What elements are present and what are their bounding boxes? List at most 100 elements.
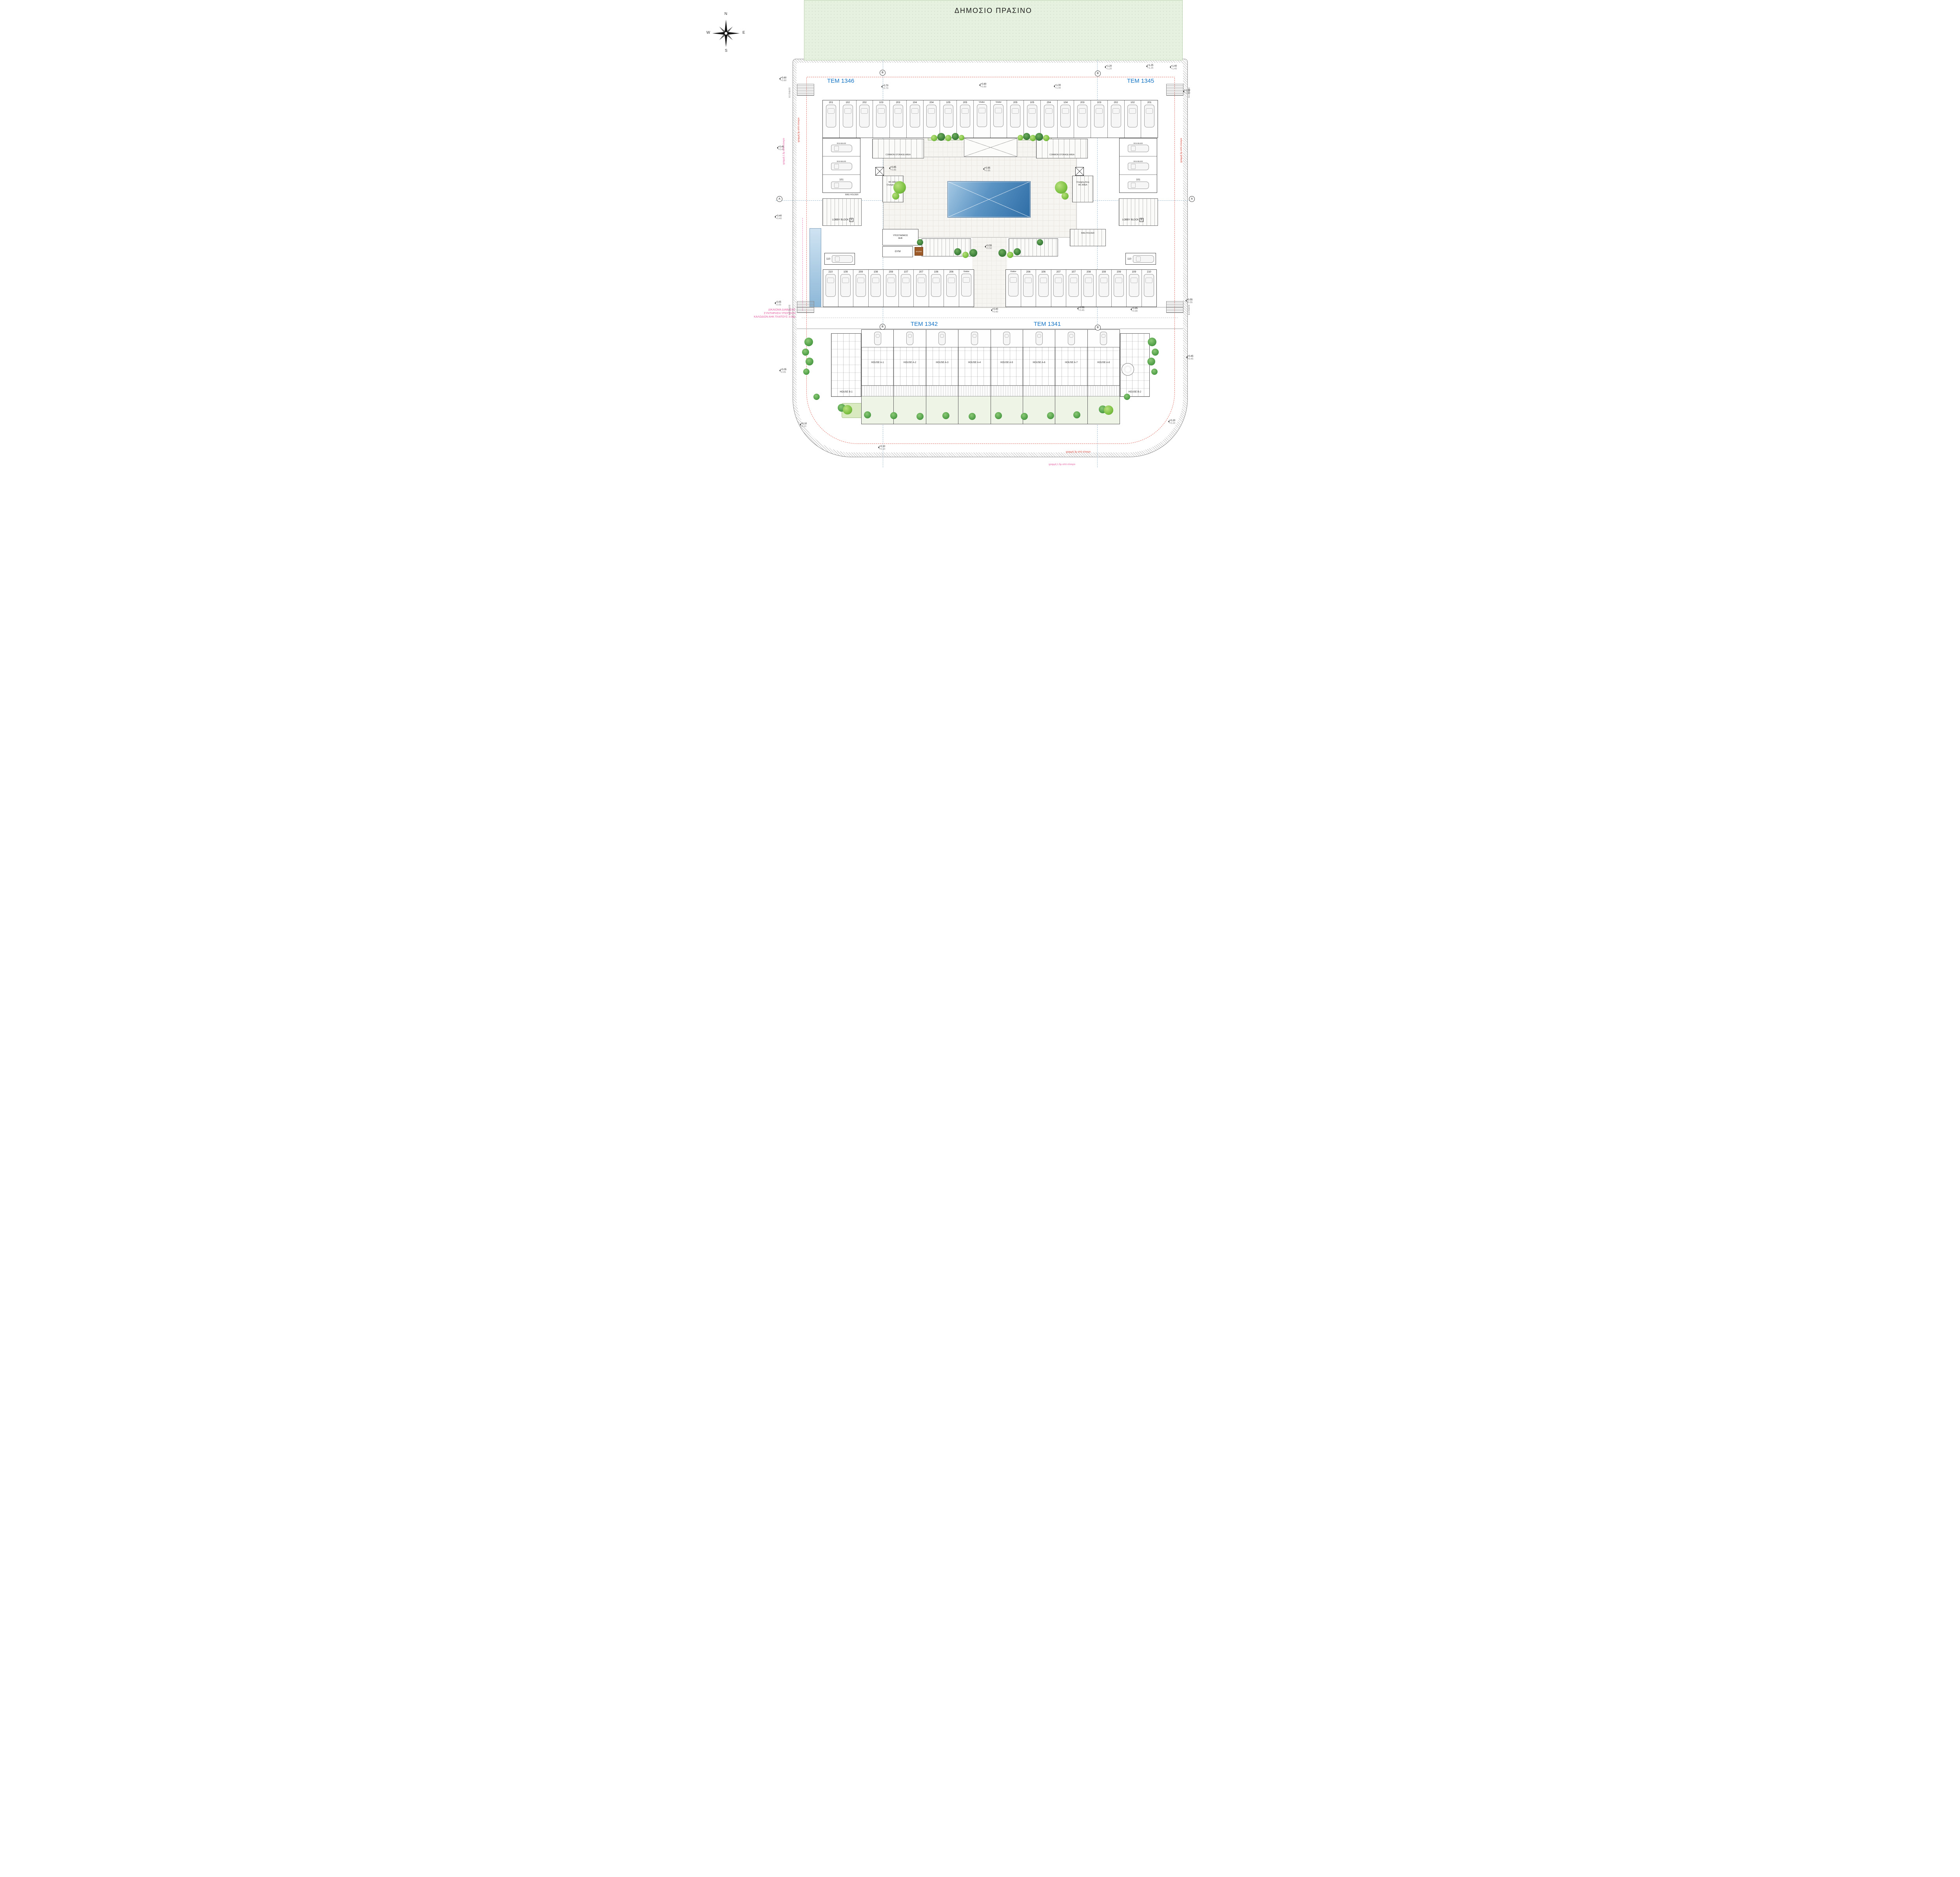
sauna-room: SAUNA: [915, 247, 923, 256]
tree-icon: [962, 252, 969, 258]
parking-stall: 210: [823, 270, 838, 307]
parking-stall: 201: [823, 100, 840, 138]
tree-icon: [959, 135, 964, 140]
ramp-exit-bottom-right: [1166, 301, 1183, 313]
compass-south-label: S: [725, 49, 728, 53]
section-marker: B: [1095, 325, 1101, 331]
parking-stall: 204: [924, 100, 940, 138]
parking-stall: DISABLED: [1120, 156, 1157, 175]
boundary-note: γραμμή 3μ από σύνορο: [1066, 451, 1091, 453]
substation-label-line2: ΑΗΚ: [898, 237, 903, 240]
tree-icon: [945, 135, 951, 141]
swimming-pool: [947, 181, 1031, 218]
tree-icon: [1151, 369, 1158, 375]
elevation-marker: +0.55+0.45: [1077, 307, 1085, 312]
parking-stall: DISABLED: [1120, 138, 1157, 157]
gym-label: GYM: [895, 250, 901, 253]
tree-icon: [802, 349, 809, 356]
boundary-note: γραμμή 3μ από σύνορο: [1180, 138, 1183, 163]
plot-label-tem-1345: TEM 1345: [1127, 78, 1154, 84]
parking-stall: 101: [823, 175, 860, 193]
ramp-exit-top-left: [797, 84, 814, 96]
section-marker: A: [777, 196, 782, 202]
parking-stall: Visitor: [1006, 270, 1021, 307]
parking-stall: 208: [884, 270, 899, 307]
house-unit: HOUSE A-4: [958, 330, 991, 424]
tree-icon: [1043, 135, 1049, 141]
storage-strip-top-left: [872, 139, 924, 158]
gym-room: GYM: [882, 246, 913, 257]
sauna-label: SAUNA: [916, 250, 922, 253]
plot-label-tem-1346: TEM 1346: [827, 78, 855, 84]
tree-icon: [864, 411, 871, 418]
parking-stall: 107: [1066, 270, 1082, 307]
section-marker: B: [880, 70, 886, 76]
easement-line1: ΔΙΚΑΙΩΜΑ ΔΙΑΒΑΣΗΣ: [768, 309, 795, 311]
elevation-marker: +1.40+1.40: [1169, 65, 1177, 70]
exit-label: ΕΞΟΔΟΣ: [1188, 87, 1191, 98]
house-b1: HOUSE B-1: [831, 333, 861, 397]
substation-label-line1: ΥΠΟΣΤΑΘΜΟΣ: [893, 234, 908, 237]
setback-line-3m: [806, 77, 1175, 444]
parking-stall: 106: [929, 270, 944, 307]
lobby-block-b-area: [1119, 198, 1158, 226]
parking-stall: 105: [940, 100, 957, 138]
parking-stall: 209: [853, 270, 869, 307]
elevation-marker: +0.80+0.80: [979, 83, 987, 88]
boundary-note: γραμμή 1.5μ από σύνορο: [783, 138, 785, 165]
lobby-b-letter: B: [1139, 218, 1143, 222]
parking-stall: 109: [838, 270, 853, 307]
section-line-b-right: [1097, 60, 1098, 467]
substation-room: ΥΠΟΣΤΑΘΜΟΣ ΑΗΚ: [882, 229, 918, 245]
common-storage-right-label: COMMON STORAGE AREA: [1049, 154, 1074, 156]
easement-line: [802, 218, 803, 311]
lobby-block-a-label: LOBBY BLOCK A: [832, 218, 853, 222]
parking-stall: 207: [1051, 270, 1066, 307]
common-storage-left-label: COMMON STORAGE AREA: [886, 154, 911, 156]
tree-icon: [893, 181, 906, 194]
tree-icon: [998, 249, 1006, 257]
tree-icon: [1147, 358, 1155, 365]
elevation-marker: +0.10-0.10: [799, 423, 807, 428]
parking-stall: 208: [1082, 270, 1096, 307]
lobby-a-letter: A: [849, 218, 853, 222]
elevation-marker: +1.30+1.30: [1183, 89, 1191, 94]
tree-icon: [1124, 394, 1130, 400]
water-feature: [809, 228, 821, 307]
tree-icon: [1104, 405, 1113, 415]
compass-rose-icon: N E S W: [706, 12, 746, 55]
parking-stall: 207: [914, 270, 929, 307]
parking-stall: 206: [944, 270, 959, 307]
elevation-marker: +0.45+0.45: [1186, 355, 1194, 360]
tree-icon: [952, 133, 959, 140]
parking-stall: 110: [825, 253, 855, 264]
plot-label-tem-1341: TEM 1341: [1034, 321, 1061, 327]
parking-stall: 201: [1141, 100, 1158, 138]
house-unit: HOUSE A-1: [862, 330, 894, 424]
ramp-exit-top-right: [1166, 84, 1183, 96]
section-marker: A: [1189, 196, 1195, 202]
exit-label: ΕΞΟΔΟΣ: [789, 87, 791, 98]
parking-stall: 103: [1091, 100, 1108, 138]
tree-icon: [916, 413, 924, 420]
parking-stall: Visitor: [974, 100, 991, 138]
tree-icon: [1035, 133, 1043, 141]
tree-icon: [1007, 252, 1013, 258]
parking-stall: 203: [1074, 100, 1091, 138]
easement-line2: ΣΥΝΤΗΡΗΣΗ ΥΠΟΓΕΙΩΝ: [764, 312, 795, 315]
stair-core-left: [875, 167, 884, 176]
tree-icon: [1014, 248, 1021, 255]
public-green-label: ΔΗΜΟΣΙΟ ΠΡΑΣΙΝΟ: [955, 7, 1032, 15]
tree-icon: [1023, 133, 1030, 140]
elevation-marker: +0.45+0.45: [777, 146, 784, 151]
tree-icon: [969, 413, 976, 420]
elevation-marker: +1.00+1.00: [1053, 84, 1061, 89]
parking-stall: 210: [1142, 270, 1157, 307]
storage-strip-top-right: [1036, 139, 1088, 158]
parking-stall: Visitor: [959, 270, 974, 307]
tree-icon: [1073, 411, 1080, 418]
tree-icon: [1148, 338, 1156, 346]
elevation-marker: +0.95+0.95: [983, 167, 991, 172]
